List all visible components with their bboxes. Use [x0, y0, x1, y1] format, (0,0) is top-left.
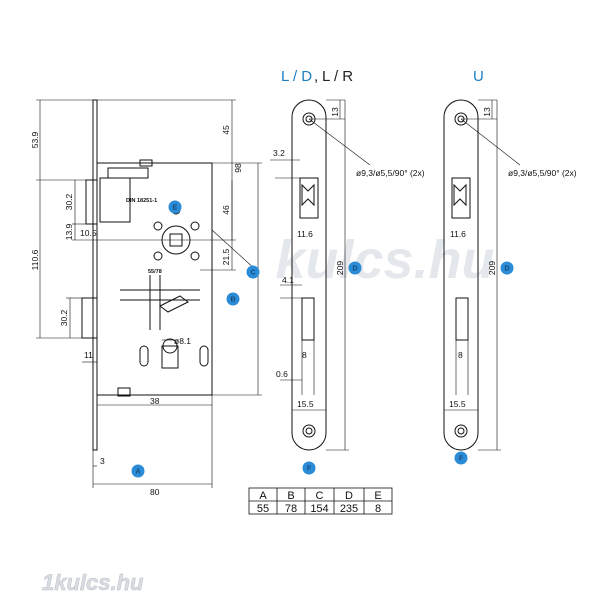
header-lr: L / R — [322, 68, 353, 85]
faceplate-outline — [291, 99, 327, 451]
latch-window — [299, 177, 319, 219]
faceplate — [92, 99, 98, 451]
badge-B: B — [226, 292, 240, 306]
dim-30-2-bottom: 30.2 — [59, 309, 69, 326]
svg-text:F: F — [307, 466, 312, 473]
dim-209-u: 209 — [487, 261, 497, 275]
table-value-d: 235 — [340, 503, 358, 515]
table-value-e: 8 — [375, 503, 381, 515]
badge-A: A — [131, 464, 145, 478]
cylinder-hole — [161, 345, 179, 369]
dim-110-6: 110.6 — [30, 249, 40, 270]
dim-8-1: ø8.1 — [174, 336, 191, 346]
dim-209-mid: 209 — [335, 261, 345, 275]
dim-13-u: 13 — [482, 107, 492, 117]
table-header-d: D — [345, 490, 353, 502]
dim-11: 11 — [84, 350, 93, 360]
table-cells: A B C D E 55 78 154 235 8 — [257, 490, 382, 515]
lobe — [153, 251, 163, 261]
badge-E: E — [168, 200, 182, 214]
dimension-lines-right — [444, 99, 521, 451]
dim-80: 80 — [150, 487, 160, 497]
screw-hole-bottom — [302, 424, 316, 438]
svg-text:A: A — [135, 469, 140, 476]
dim-10-5: 10.5 — [80, 228, 97, 238]
cross-bars — [120, 275, 200, 330]
hole-spec-u: ø9,3/ø5,5/90° (2x) — [508, 168, 577, 178]
dim-13-9: 13.9 — [64, 223, 74, 240]
latch-bolt — [85, 179, 98, 225]
dim-46: 46 — [221, 205, 231, 215]
hole-spec-mid: ø9,3/ø5,5/90° (2x) — [356, 168, 425, 178]
dim-8-u: 8 — [458, 350, 463, 360]
dim-15-5-mid: 15.5 — [297, 399, 314, 409]
badge-C: C — [246, 265, 260, 279]
svg-text:D: D — [504, 266, 509, 273]
dim-53-9: 53.9 — [30, 131, 40, 148]
dim-11-6-mid: 11.6 — [297, 229, 313, 239]
bolt-window — [301, 297, 315, 341]
table-value-a: 55 — [257, 503, 269, 515]
dim-3-2: 3.2 — [273, 148, 285, 158]
table-value-c: 154 — [310, 503, 328, 515]
dim-11-6-u: 11.6 — [450, 229, 466, 239]
dim-4-1: 4.1 — [282, 275, 294, 285]
badge-D-u: D — [500, 261, 514, 275]
table-header-a: A — [259, 490, 267, 502]
dimension-lines-left — [36, 99, 262, 488]
bottom-tab — [117, 387, 131, 397]
dim-30-2-top: 30.2 — [64, 193, 74, 210]
header-sep: , — [314, 68, 318, 85]
faceplate-u — [443, 99, 479, 451]
table-value-b: 78 — [285, 503, 297, 515]
badge-F-u: F — [454, 451, 468, 465]
top-tab — [139, 159, 153, 167]
dimension-lines-mid — [270, 99, 371, 451]
lobe — [153, 221, 163, 231]
lobe — [190, 221, 200, 231]
svg-text:C: C — [250, 270, 255, 277]
header-u: U — [473, 68, 484, 85]
dead-bolt — [81, 297, 98, 339]
bolt-window-u — [455, 297, 469, 341]
badge-F-mid: F — [302, 461, 316, 475]
table-header-e: E — [374, 490, 381, 502]
watermark-bottom: 1kulcs.hu — [42, 570, 144, 595]
svg-text:B: B — [230, 297, 235, 304]
table-header-c: C — [316, 490, 324, 502]
backset-mark: 55/78 — [148, 269, 162, 275]
latch-spring — [107, 167, 149, 179]
badge-D-mid: D — [348, 261, 362, 275]
screw-slot — [139, 345, 149, 367]
header-ld: L / D — [281, 68, 312, 85]
table-header-b: B — [287, 490, 294, 502]
dim-98: 98 — [233, 163, 243, 173]
screw-slot — [199, 345, 209, 367]
watermark-center: kulcs.hu — [275, 230, 494, 290]
dim-13-mid: 13 — [330, 107, 340, 117]
lock-body-front — [81, 99, 213, 451]
dim-15-5-u: 15.5 — [449, 399, 466, 409]
dim-45: 45 — [221, 125, 231, 135]
lobe — [190, 251, 200, 261]
svg-text:F: F — [459, 456, 464, 463]
svg-text:E: E — [173, 205, 178, 212]
din-label: DIN 18251-1 — [126, 198, 157, 204]
dim-3: 3 — [100, 456, 105, 466]
lock-case — [96, 162, 213, 396]
latch-window-u — [451, 177, 471, 219]
dim-21-5: 21.5 — [221, 248, 231, 265]
faceplate-u-outline — [443, 99, 479, 451]
dimension-table — [248, 487, 393, 515]
dim-38: 38 — [150, 396, 160, 406]
svg-text:D: D — [352, 266, 357, 273]
dim-0-6: 0.6 — [276, 369, 288, 379]
lever — [159, 295, 189, 313]
dim-8-mid: 8 — [302, 350, 307, 360]
